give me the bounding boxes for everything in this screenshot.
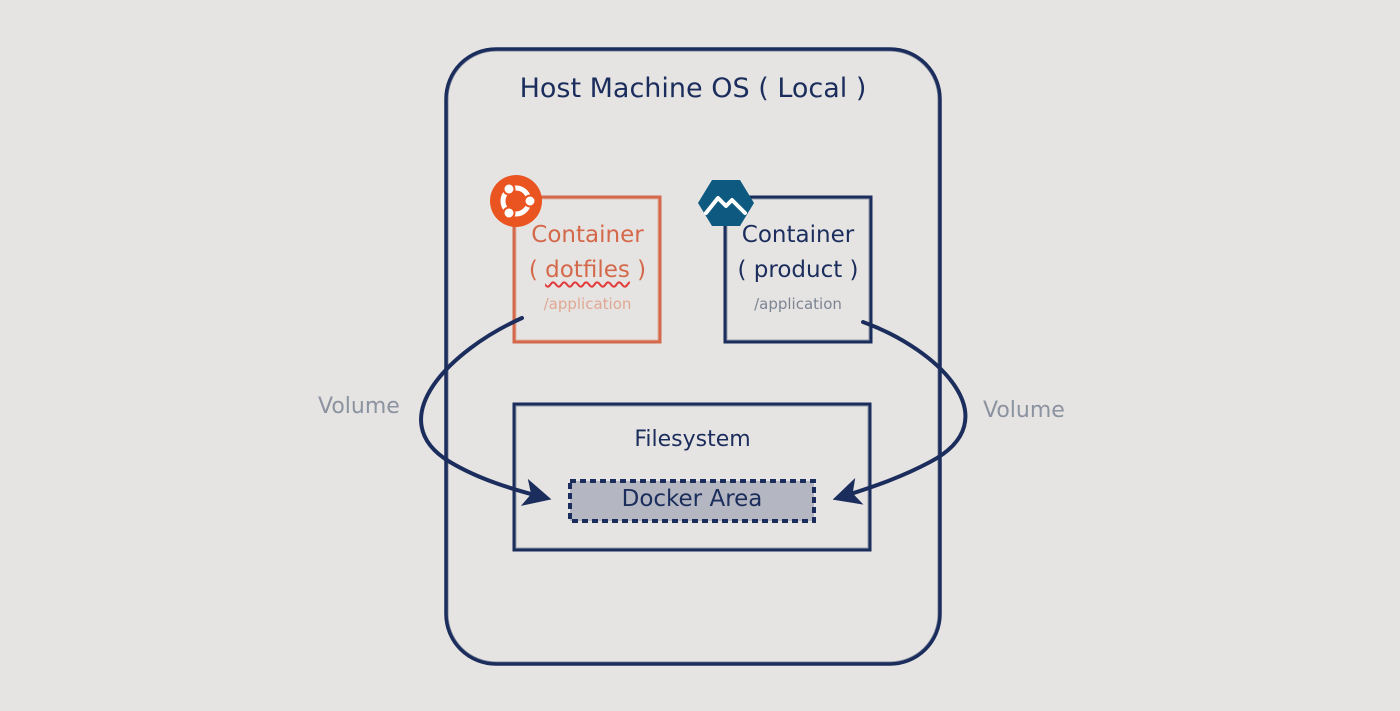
container-product-box	[723, 195, 873, 344]
container-dotfiles-path: /application	[543, 295, 632, 313]
ubuntu-icon	[490, 175, 542, 227]
volume-label-left: Volume	[318, 394, 400, 419]
container-product-path: /application	[754, 295, 842, 313]
volume-label-right: Volume	[983, 398, 1065, 423]
host-machine-title: Host Machine OS ( Local )	[519, 73, 867, 104]
container-dotfiles-subtitle: ( dotfiles )	[515, 259, 660, 282]
container-product-title: Container	[741, 222, 855, 248]
container-dotfiles-title: Container	[531, 222, 644, 248]
docker-area-label: Docker Area	[621, 486, 763, 512]
docker-area-box	[568, 479, 816, 523]
volume-arrow-right	[832, 320, 968, 505]
filesystem-title: Filesystem	[634, 427, 751, 452]
host-machine-frame	[444, 47, 942, 666]
dotfiles-name: dotfiles	[545, 257, 630, 283]
volume-arrow-left	[419, 316, 552, 506]
subtitle-open-paren: (	[528, 257, 546, 283]
alpine-icon	[698, 180, 754, 226]
filesystem-box	[512, 402, 872, 552]
subtitle-close-paren: )	[629, 257, 647, 283]
container-product-subtitle: ( product )	[737, 257, 859, 283]
container-dotfiles-box	[512, 195, 662, 344]
